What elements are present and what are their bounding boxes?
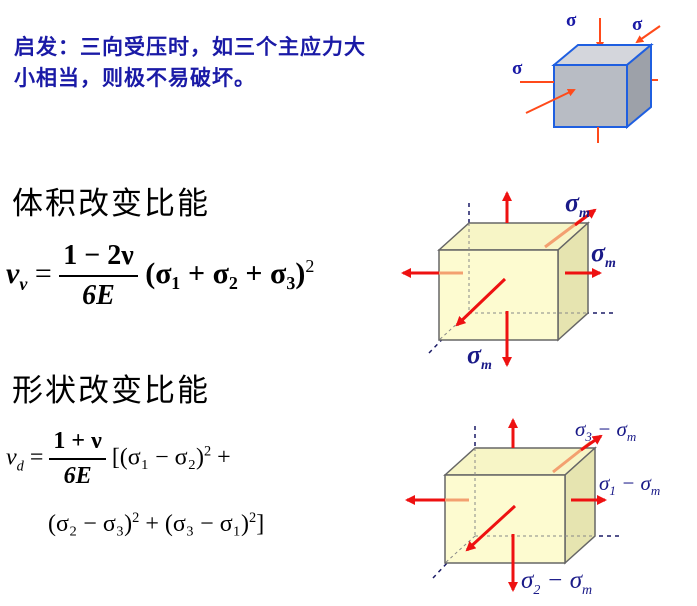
sigma-label: σ bbox=[632, 14, 643, 35]
cube-front-face bbox=[444, 474, 566, 564]
back-arrow bbox=[580, 434, 603, 452]
intro-line-1: 启发：三向受压时，如三个主应力大 bbox=[14, 35, 366, 59]
principal-stress-cube-diagram: σ σ σ bbox=[512, 10, 661, 143]
volumetric-stress-cube-diagram: σm σm σm bbox=[401, 188, 616, 373]
formula-body: (σ₁ + σ₂ + σ₃) bbox=[145, 256, 306, 290]
front-arrow bbox=[465, 504, 517, 552]
volume-energy-heading: 体积改变比能 bbox=[12, 186, 210, 222]
cube-front-face bbox=[438, 249, 559, 341]
fraction-numerator: 1 + ν bbox=[49, 428, 106, 460]
equals-sign: = bbox=[34, 256, 52, 290]
back-arrow bbox=[574, 208, 597, 227]
formula-lhs: v bbox=[6, 256, 20, 290]
formula-line1-body: [(σ₁ − σ₂) bbox=[111, 444, 204, 471]
formula-lhs-sub: v bbox=[19, 273, 28, 294]
sigma3-minus-sigmam-label: σ3 − σm bbox=[575, 417, 636, 444]
front-arrow bbox=[455, 277, 507, 327]
intro-line-2: 小相当，则极不易破坏。 bbox=[14, 66, 256, 90]
formula-lhs: v bbox=[6, 444, 17, 471]
distortion-energy-heading: 形状改变比能 bbox=[12, 373, 210, 409]
back-stress-arrow bbox=[635, 25, 661, 44]
fraction: 1 − 2ν 6E bbox=[59, 240, 138, 312]
formula-power: 2 bbox=[305, 255, 315, 276]
fraction-denominator: 6E bbox=[63, 463, 92, 489]
sigma-label: σ bbox=[566, 10, 577, 31]
sigma-label: σ bbox=[512, 58, 523, 79]
equals-sign: = bbox=[29, 444, 44, 471]
sigma1-minus-sigmam-label: σ1 − σm bbox=[599, 471, 660, 498]
distortion-energy-formula: vd = 1 + ν 6E [(σ₁ − σ₂)2 + bbox=[6, 428, 231, 490]
intro-text: 启发：三向受压时，如三个主应力大 小相当，则极不易破坏。 bbox=[14, 32, 454, 94]
deviatoric-stress-cube-diagram: σ3 − σm σ1 − σm σ2 − σm bbox=[405, 417, 660, 598]
sigma-m-label: σm bbox=[591, 238, 616, 271]
sigma-m-label: σm bbox=[467, 340, 492, 373]
cube-front-face bbox=[553, 64, 628, 128]
front-stress-arrow bbox=[525, 88, 576, 114]
formula-lhs-sub: d bbox=[16, 458, 24, 475]
fraction: 1 + ν 6E bbox=[49, 428, 106, 490]
fraction-numerator: 1 − 2ν bbox=[59, 240, 138, 277]
sigma2-minus-sigmam-label: σ2 − σm bbox=[521, 567, 592, 598]
distortion-energy-formula-line2: (σ₂ − σ₃)2 + (σ₃ − σ₁)2] bbox=[48, 510, 265, 537]
sigma-m-label: σm bbox=[565, 188, 590, 221]
volume-energy-formula: vv = 1 − 2ν 6E (σ₁ + σ₂ + σ₃)2 bbox=[6, 240, 314, 312]
fraction-denominator: 6E bbox=[82, 280, 115, 311]
